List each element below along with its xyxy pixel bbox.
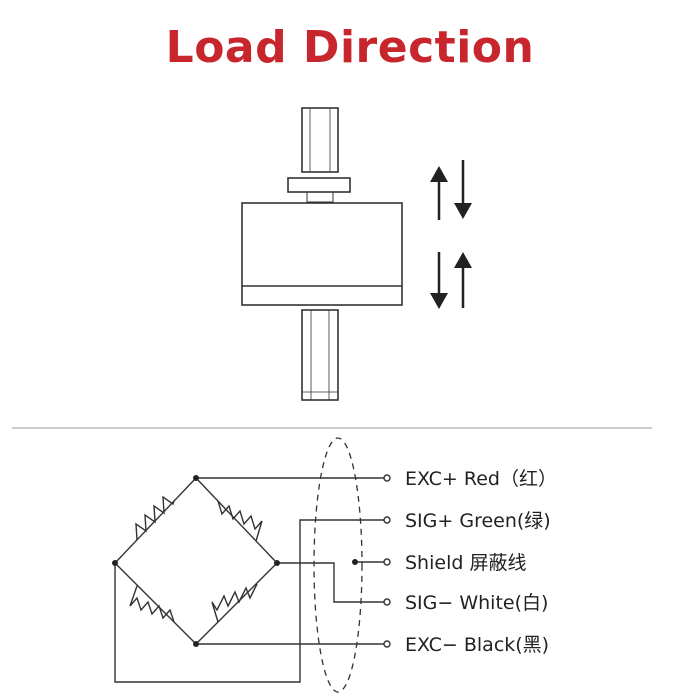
wire-label-exc-plus: EXC+ Red（红） <box>405 468 557 490</box>
terminal-shield <box>383 558 391 566</box>
page-title: Load Direction <box>165 22 535 73</box>
wire-label-sig-minus: SIG− White(白) <box>405 592 548 614</box>
wire-label-sig-plus: SIG+ Green(绿) <box>405 510 551 532</box>
resistor-bottom-left <box>129 585 175 623</box>
resistor-top-left <box>135 495 175 541</box>
wire-label-exc-minus: EXC− Black(黑) <box>405 634 549 656</box>
load-cell-drawing <box>241 107 403 401</box>
terminal-sig-minus <box>383 598 391 606</box>
terminal-exc-minus <box>383 640 391 648</box>
neck <box>306 191 334 203</box>
top-stud <box>301 107 339 173</box>
resistor-top-right <box>217 500 263 542</box>
shield-ellipse <box>313 437 363 693</box>
bottom-stud <box>301 309 339 401</box>
up-down-arrows-icon <box>430 160 472 309</box>
terminal-exc-plus <box>383 474 391 482</box>
wire-label-shield: Shield 屏蔽线 <box>405 552 526 574</box>
top-nut <box>287 177 351 193</box>
resistor-bottom-right <box>211 583 258 623</box>
wheatstone-bridge <box>112 474 391 683</box>
terminal-sig-plus <box>383 516 391 524</box>
cell-body <box>241 202 403 306</box>
